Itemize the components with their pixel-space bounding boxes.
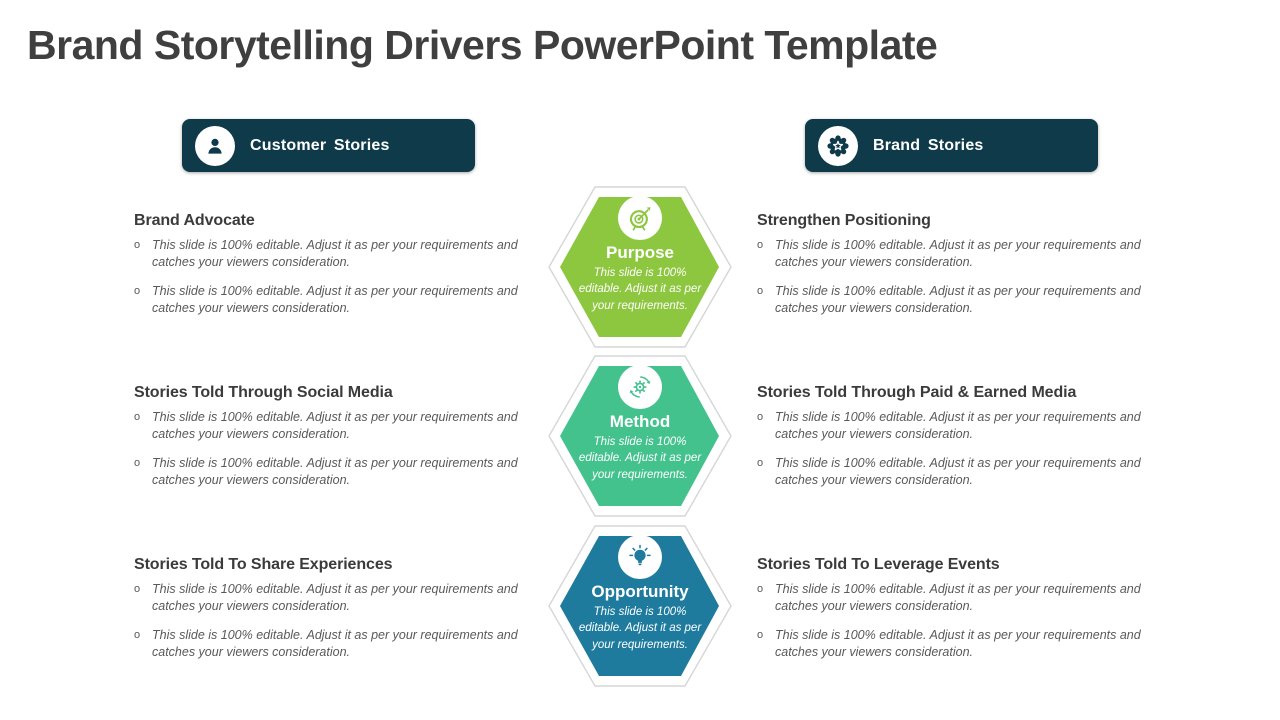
customer-stories-header: Customer Stories (182, 119, 475, 172)
bullet-marker: o (134, 456, 141, 469)
bullet-marker: o (134, 628, 141, 641)
hexagon-purpose: Purpose This slide is 100% editable. Adj… (548, 184, 732, 350)
section-stories-share-experiences: Stories Told To Share Experiences o This… (134, 556, 532, 673)
section-heading: Stories Told Through Paid & Earned Media (757, 384, 1077, 401)
list-item: o This slide is 100% editable. Adjust it… (757, 581, 1155, 615)
bullet-text: This slide is 100% editable. Adjust it a… (775, 455, 1141, 487)
lightbulb-icon (618, 535, 662, 579)
hexagon-method: Method This slide is 100% editable. Adju… (548, 353, 732, 519)
bullet-marker: o (134, 284, 141, 297)
hexagon-opportunity: Opportunity This slide is 100% editable.… (548, 523, 732, 689)
brand-stories-label: Brand Stories (873, 136, 984, 154)
hexagon-purpose-body: This slide is 100% editable. Adjust it a… (578, 267, 702, 312)
hexagon-opportunity-body: This slide is 100% editable. Adjust it a… (578, 606, 702, 651)
bullet-marker: o (757, 411, 764, 423)
list-item: o This slide is 100% editable. Adjust it… (757, 455, 1155, 489)
bullet-marker: o (134, 239, 141, 251)
badge-icon (818, 125, 858, 166)
list-item: o This slide is 100% editable. Adjust it… (134, 283, 532, 317)
section-heading: Strengthen Positioning (757, 212, 931, 229)
section-heading: Stories Told To Share Experiences (134, 556, 393, 573)
list-item: o This slide is 100% editable. Adjust it… (134, 237, 532, 271)
section-stories-social-media: Stories Told Through Social Media o This… (134, 384, 532, 501)
list-item: o This slide is 100% editable. Adjust it… (134, 455, 532, 489)
list-item: o This slide is 100% editable. Adjust it… (757, 627, 1155, 661)
bullet-marker: o (757, 284, 764, 297)
list-item: o This slide is 100% editable. Adjust it… (134, 409, 532, 443)
list-item: o This slide is 100% editable. Adjust it… (757, 409, 1155, 443)
bullet-marker: o (134, 411, 141, 423)
bullet-marker: o (757, 628, 764, 641)
bullet-marker: o (757, 239, 764, 251)
bullet-marker: o (757, 456, 764, 469)
hexagon-method-body: This slide is 100% editable. Adjust it a… (578, 436, 702, 481)
bullet-text: This slide is 100% editable. Adjust it a… (775, 410, 1141, 441)
section-stories-paid-earned-media: Stories Told Through Paid & Earned Media… (757, 384, 1155, 501)
target-icon (618, 196, 662, 240)
hexagon-method-label: Method (609, 412, 671, 431)
list-item: o This slide is 100% editable. Adjust it… (134, 627, 532, 661)
bullet-text: This slide is 100% editable. Adjust it a… (152, 238, 518, 269)
hexagon-opportunity-label: Opportunity (591, 582, 689, 601)
section-brand-advocate: Brand Advocate o This slide is 100% edit… (134, 212, 532, 329)
hexagon-purpose-label: Purpose (605, 243, 675, 262)
section-heading: Stories Told Through Social Media (134, 384, 393, 401)
section-heading: Brand Advocate (134, 212, 255, 229)
brand-stories-header: Brand Stories (805, 119, 1098, 172)
bullet-text: This slide is 100% editable. Adjust it a… (152, 283, 518, 315)
bullet-text: This slide is 100% editable. Adjust it a… (775, 582, 1141, 613)
bullet-text: This slide is 100% editable. Adjust it a… (152, 582, 518, 613)
section-strengthen-positioning: Strengthen Positioning o This slide is 1… (757, 212, 1155, 329)
bullet-text: This slide is 100% editable. Adjust it a… (152, 410, 518, 441)
gear-icon (618, 365, 662, 409)
bullet-text: This slide is 100% editable. Adjust it a… (775, 238, 1141, 269)
bullet-marker: o (134, 583, 141, 595)
list-item: o This slide is 100% editable. Adjust it… (134, 581, 532, 615)
list-item: o This slide is 100% editable. Adjust it… (757, 283, 1155, 317)
section-stories-leverage-events: Stories Told To Leverage Events o This s… (757, 556, 1155, 673)
bullet-text: This slide is 100% editable. Adjust it a… (775, 283, 1141, 315)
customer-stories-label: Customer Stories (250, 136, 390, 154)
person-icon (195, 125, 235, 166)
bullet-text: This slide is 100% editable. Adjust it a… (775, 627, 1141, 659)
page-title: Brand Storytelling Drivers PowerPoint Te… (27, 22, 938, 68)
bullet-text: This slide is 100% editable. Adjust it a… (152, 627, 518, 659)
list-item: o This slide is 100% editable. Adjust it… (757, 237, 1155, 271)
bullet-text: This slide is 100% editable. Adjust it a… (152, 455, 518, 487)
section-heading: Stories Told To Leverage Events (757, 556, 1000, 573)
bullet-marker: o (757, 583, 764, 595)
